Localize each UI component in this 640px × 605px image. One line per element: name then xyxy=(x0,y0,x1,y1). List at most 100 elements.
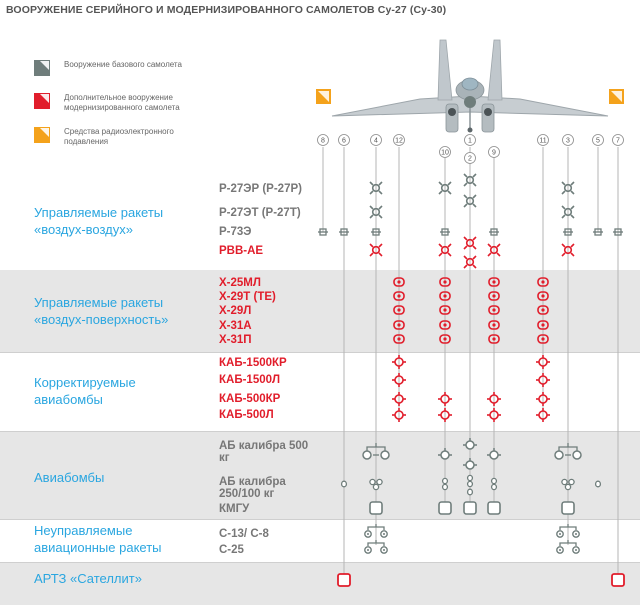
kab1500kr-symbol xyxy=(392,355,406,369)
ab250-symbol xyxy=(594,480,602,488)
weapon-ab250: АБ калибра 250/100 кг xyxy=(219,476,286,500)
pylon-label-2: 2 xyxy=(464,152,476,164)
weapon-kh29l: Х-29Л xyxy=(219,305,252,317)
r73e-symbol xyxy=(371,228,381,236)
r27et-symbol xyxy=(369,205,383,219)
kab500kr-symbol xyxy=(536,392,550,406)
svg-text:12: 12 xyxy=(395,138,403,145)
pylon-label-5: 5 xyxy=(592,134,604,146)
air-to-surface-missile-symbol xyxy=(488,334,500,344)
kmgu-symbol xyxy=(487,501,501,515)
legend-text: Дополнительное вооружение модернизирован… xyxy=(64,93,180,112)
pylon-label-10: 10 xyxy=(439,146,451,158)
band-ecm-pod xyxy=(0,562,640,605)
kab500l-symbol xyxy=(536,408,550,422)
kmgu-symbol xyxy=(463,501,477,515)
r27er-symbol xyxy=(463,173,477,187)
r73e-symbol xyxy=(613,228,623,236)
ab250-cluster-symbol xyxy=(561,478,575,491)
weapon-kab500kr: КАБ-500КР xyxy=(219,393,281,405)
r27er-symbol xyxy=(369,181,383,195)
svg-text:9: 9 xyxy=(492,150,496,157)
ab250-cluster-symbol xyxy=(369,478,383,491)
weapon-s13-s8: С-13/ С-8 xyxy=(219,528,269,540)
divider xyxy=(0,519,640,520)
weapon-rvv-ae: РВВ-АЕ xyxy=(219,245,264,257)
weapon-kab1500kr: КАБ-1500КР xyxy=(219,357,287,369)
air-to-surface-missile-symbol xyxy=(537,305,549,315)
kmgu-symbol xyxy=(369,501,383,515)
air-to-surface-missile-symbol xyxy=(439,291,451,301)
r73e-symbol xyxy=(563,228,573,236)
pylon-label-8: 8 xyxy=(317,134,329,146)
svg-text:2: 2 xyxy=(468,156,472,163)
svg-text:6: 6 xyxy=(342,138,346,145)
svg-text:7: 7 xyxy=(616,138,620,145)
s25-symbol xyxy=(556,540,580,554)
svg-text:3: 3 xyxy=(566,138,570,145)
ab500-symbol xyxy=(487,448,501,460)
kab500l-symbol xyxy=(438,408,452,422)
aircraft-front-view xyxy=(331,39,609,133)
band-air-to-surface xyxy=(0,270,640,352)
pylon-label-12: 12 xyxy=(393,134,405,146)
pylon-label-7: 7 xyxy=(612,134,624,146)
ab250-stack-symbol xyxy=(441,477,449,491)
air-to-surface-missile-symbol xyxy=(439,277,451,287)
kmgu-symbol xyxy=(561,501,575,515)
ab250-symbol xyxy=(340,480,348,488)
pylon-label-6: 6 xyxy=(338,134,350,146)
air-to-surface-missile-symbol xyxy=(537,320,549,330)
legend-swatch-red xyxy=(34,93,50,109)
category-air-to-air: Управляемые ракеты «воздух-воздух» xyxy=(34,205,164,237)
ab250-symbol xyxy=(466,488,474,496)
legend-text: Средства радиоэлектронного подавления xyxy=(64,127,174,146)
air-to-surface-missile-symbol xyxy=(439,305,451,315)
air-to-surface-missile-symbol xyxy=(488,320,500,330)
s25-symbol xyxy=(364,540,388,554)
svg-text:8: 8 xyxy=(321,138,325,145)
category-air-to-surface: Управляемые ракеты «воздух-поверхность» xyxy=(34,295,169,327)
weapon-r73e: Р-73Э xyxy=(219,226,252,238)
kab500kr-symbol xyxy=(392,392,406,406)
weapon-kab500l: КАБ-500Л xyxy=(219,409,274,421)
category-bombs: Авиабомбы xyxy=(34,470,105,485)
ab250-stack-symbol xyxy=(490,477,498,491)
weapon-kmgu: КМГУ xyxy=(219,503,250,515)
weapon-r27et: Р-27ЭТ (Р-27Т) xyxy=(219,207,301,219)
weapon-kh25ml: Х-25МЛ xyxy=(219,277,261,289)
r73e-symbol xyxy=(318,228,328,236)
weapon-kab1500l: КАБ-1500Л xyxy=(219,374,281,386)
kab500kr-symbol xyxy=(438,392,452,406)
air-to-surface-missile-symbol xyxy=(393,277,405,287)
air-to-surface-missile-symbol xyxy=(393,334,405,344)
svg-text:11: 11 xyxy=(539,138,546,145)
air-to-surface-missile-symbol xyxy=(393,305,405,315)
svg-text:10: 10 xyxy=(441,150,449,157)
kab1500l-symbol xyxy=(392,373,406,387)
pylon-label-11: 11 xyxy=(537,134,549,146)
air-to-surface-missile-symbol xyxy=(537,291,549,301)
ab500-pair-symbol xyxy=(554,443,582,460)
divider xyxy=(0,562,640,563)
legend-swatch-orange xyxy=(34,127,50,143)
air-to-surface-missile-symbol xyxy=(393,320,405,330)
r73e-symbol xyxy=(339,228,349,236)
category-guided-bombs: Корректируемые авиабомбы xyxy=(34,375,136,407)
kab1500kr-symbol xyxy=(536,355,550,369)
kab500kr-symbol xyxy=(487,392,501,406)
pylon-label-4: 4 xyxy=(370,134,382,146)
rvv-ae-symbol xyxy=(561,243,575,257)
rvv-ae-symbol xyxy=(487,243,501,257)
kab1500l-symbol xyxy=(536,373,550,387)
air-to-surface-missile-symbol xyxy=(488,291,500,301)
weapon-s25: С-25 xyxy=(219,544,244,556)
rvv-ae-symbol xyxy=(463,255,477,269)
legend-modernized-armament: Дополнительное вооружение модернизирован… xyxy=(34,93,204,113)
ab500-symbol xyxy=(463,458,477,470)
legend-swatch-gray xyxy=(34,60,50,76)
artz-satellit-symbol xyxy=(337,573,351,587)
air-to-surface-missile-symbol xyxy=(439,320,451,330)
rvv-ae-symbol xyxy=(438,243,452,257)
